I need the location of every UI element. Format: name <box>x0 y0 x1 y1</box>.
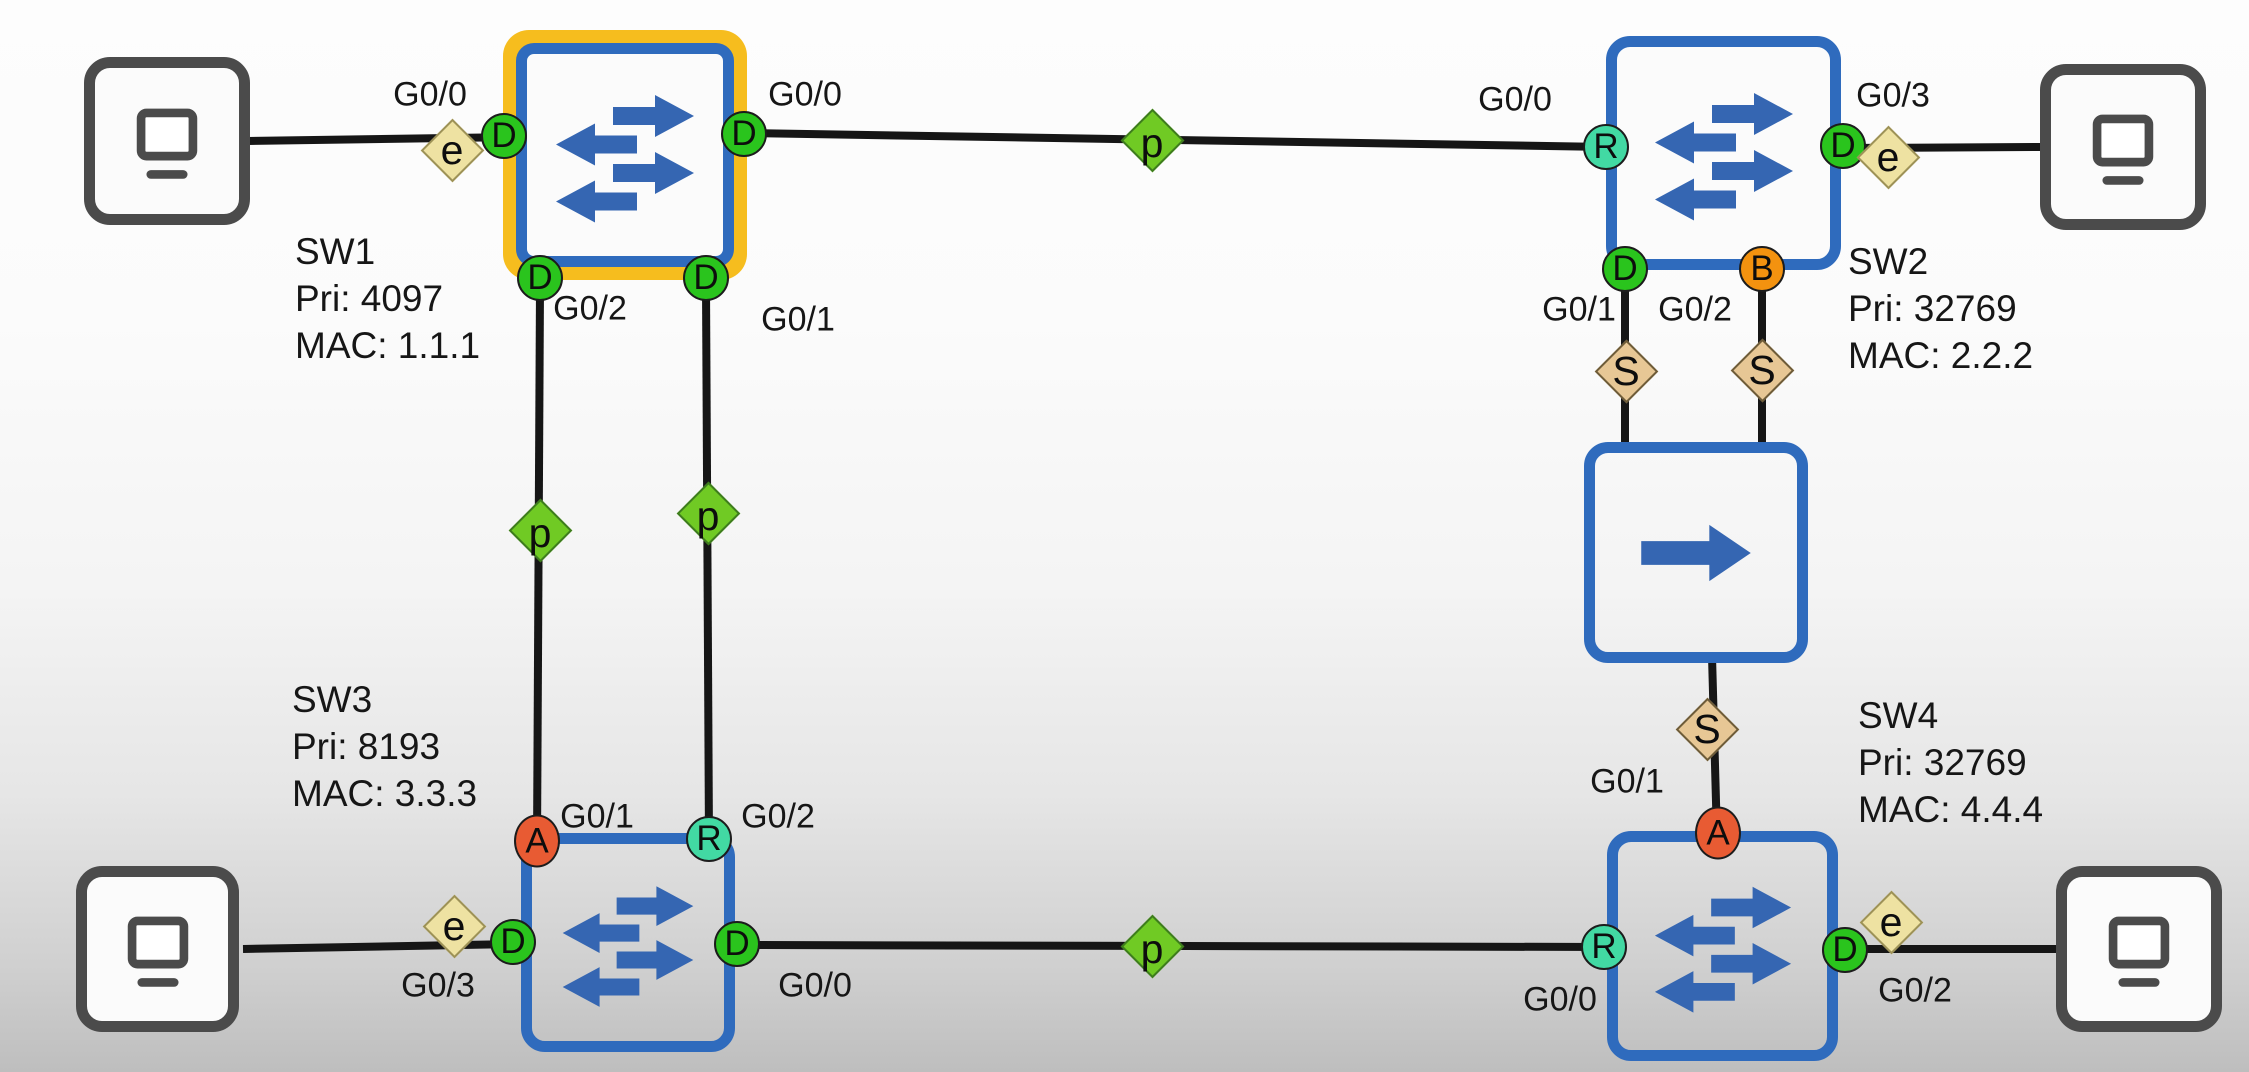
port-label-sw2-right: G0/3 <box>1856 76 1930 115</box>
monitor-icon <box>2108 916 2170 987</box>
switch-mac: MAC: 2.2.2 <box>1848 335 2034 376</box>
port-label-sw2-bottom-right: G0/2 <box>1658 290 1732 329</box>
switch-icon <box>1654 886 1791 1013</box>
port-label-sw1-left: G0/0 <box>393 75 467 114</box>
switch-info-sw4: SW4 Pri: 32769 MAC: 4.4.4 <box>1858 692 2043 833</box>
device-sw2[interactable] <box>1606 36 1841 270</box>
device-hub[interactable] <box>1584 442 1808 663</box>
switch-icon <box>1654 93 1793 221</box>
device-pc1[interactable] <box>84 57 250 225</box>
port-role-badge-sw2-right: D <box>1820 123 1866 169</box>
switch-info-sw2: SW2 Pri: 32769 MAC: 2.2.2 <box>1848 238 2033 379</box>
switch-priority: Pri: 8193 <box>292 726 441 767</box>
switch-priority: Pri: 32769 <box>1848 288 2017 329</box>
device-pc4[interactable] <box>2056 866 2222 1032</box>
device-pc2[interactable] <box>2040 64 2206 230</box>
port-label-sw4-top: G0/1 <box>1590 762 1664 801</box>
link-type-p2p-diamond: p <box>1120 108 1184 172</box>
port-role-badge-sw3-left: D <box>490 919 536 965</box>
port-label-sw3-left: G0/3 <box>401 966 475 1005</box>
port-role-badge-sw2-bottom-left: D <box>1602 246 1648 292</box>
switch-name: SW3 <box>292 679 373 720</box>
switch-priority: Pri: 32769 <box>1858 742 2027 783</box>
switch-body <box>516 43 734 267</box>
port-role-badge-sw4-left: R <box>1581 924 1627 970</box>
port-role-badge-sw1-left: D <box>481 113 527 159</box>
port-role-badge-sw1-bottom-right: D <box>683 255 729 301</box>
monitor-icon <box>127 916 188 987</box>
switch-mac: MAC: 3.3.3 <box>292 773 478 814</box>
port-role-badge-sw3-top-right: R <box>686 816 732 862</box>
monitor-icon <box>2092 114 2154 185</box>
switch-info-sw3: SW3 Pri: 8193 MAC: 3.3.3 <box>292 676 477 817</box>
link-pc3-sw3[interactable] <box>242 940 520 953</box>
link-type-shared-diamond: S <box>1675 697 1739 761</box>
port-role-badge-sw3-right: D <box>714 921 760 967</box>
link-type-shared-diamond: S <box>1594 339 1658 403</box>
switch-name: SW2 <box>1848 241 1929 282</box>
port-label-sw3-top-left: G0/1 <box>560 797 634 836</box>
port-label-sw1-right: G0/0 <box>768 75 842 114</box>
switch-name: SW1 <box>295 231 376 272</box>
switch-icon <box>556 95 694 223</box>
switch-priority: Pri: 4097 <box>295 278 444 319</box>
link-sw1-sw3-left[interactable] <box>533 287 544 845</box>
switch-mac: MAC: 4.4.4 <box>1858 789 2044 830</box>
port-role-badge-sw1-bottom-left: D <box>517 255 563 301</box>
port-label-sw1-bottom-right: G0/1 <box>761 300 835 339</box>
monitor-icon <box>136 108 198 179</box>
link-type-edge-diamond: e <box>422 894 486 958</box>
port-label-sw3-top-right: G0/2 <box>741 797 815 836</box>
device-sw1[interactable] <box>503 30 747 280</box>
switch-name: SW4 <box>1858 695 1939 736</box>
port-role-badge-sw4-top: A <box>1695 806 1741 860</box>
link-type-p2p-diamond: p <box>508 498 572 562</box>
switch-mac: MAC: 1.1.1 <box>295 325 481 366</box>
switch-info-sw1: SW1 Pri: 4097 MAC: 1.1.1 <box>295 228 480 369</box>
link-type-edge-diamond: e <box>420 118 484 182</box>
port-label-sw2-left: G0/0 <box>1478 80 1552 119</box>
port-label-sw3-right: G0/0 <box>778 966 852 1005</box>
switch-icon <box>562 885 694 1007</box>
port-role-badge-sw4-right: D <box>1822 927 1868 973</box>
port-role-badge-sw2-left: R <box>1583 124 1629 170</box>
hub-arrow-icon <box>1641 524 1751 581</box>
port-role-badge-sw2-bottom-right: B <box>1739 246 1785 292</box>
link-type-shared-diamond: S <box>1730 338 1794 402</box>
link-type-p2p-diamond: p <box>676 481 740 545</box>
port-label-sw1-bottom-left: G0/2 <box>553 289 627 328</box>
link-pc1-sw1[interactable] <box>247 133 521 145</box>
link-type-edge-diamond: e <box>1859 890 1923 954</box>
device-sw4[interactable] <box>1607 831 1838 1061</box>
link-sw1-sw3-right[interactable] <box>702 287 713 843</box>
port-label-sw2-bottom-left: G0/1 <box>1542 290 1616 329</box>
port-role-badge-sw3-top-left: A <box>514 814 560 868</box>
link-type-edge-diamond: e <box>1856 125 1920 189</box>
port-label-sw4-right: G0/2 <box>1878 971 1952 1010</box>
device-sw3[interactable] <box>521 833 735 1052</box>
port-label-sw4-left: G0/0 <box>1523 980 1597 1019</box>
link-type-p2p-diamond: p <box>1120 914 1184 978</box>
device-pc3[interactable] <box>76 866 239 1032</box>
port-role-badge-sw1-right: D <box>721 111 767 157</box>
